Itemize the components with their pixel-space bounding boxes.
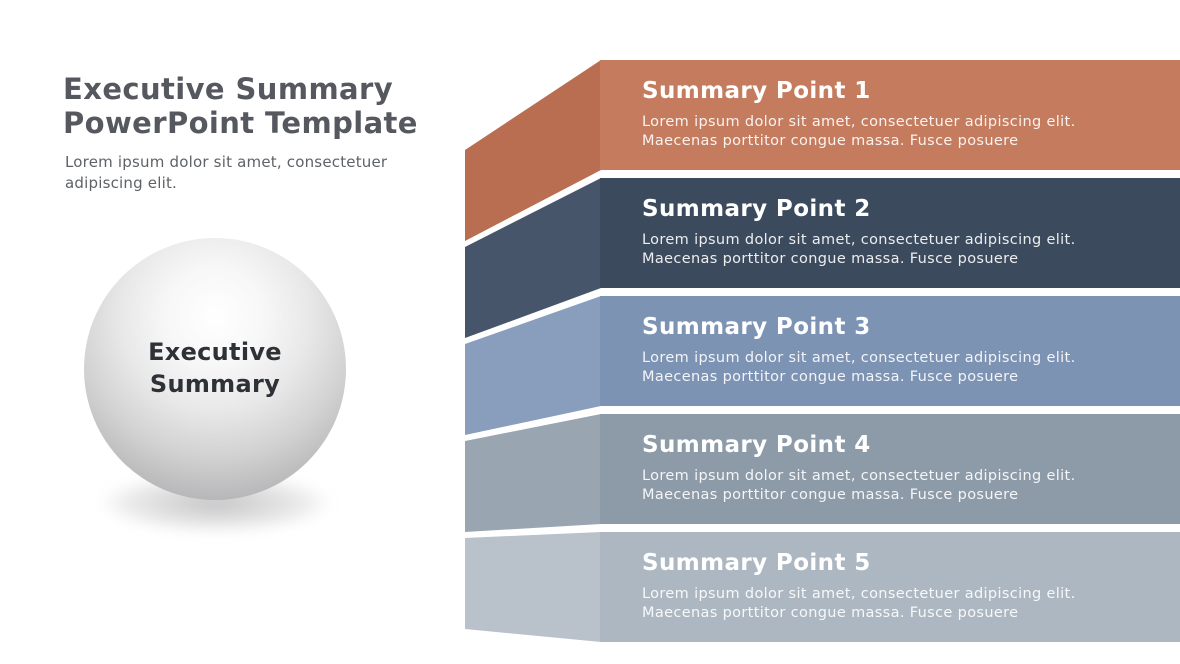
summary-point-bar-2: Summary Point 2 Lorem ipsum dolor sit am… bbox=[600, 178, 1180, 288]
summary-point-1-body: Lorem ipsum dolor sit amet, consectetuer… bbox=[642, 114, 1076, 150]
summary-point-2-heading: Summary Point 2 bbox=[642, 196, 871, 222]
summary-point-bar-4: Summary Point 4 Lorem ipsum dolor sit am… bbox=[600, 414, 1180, 524]
ribbon-tail-3 bbox=[465, 296, 601, 435]
summary-point-3-heading: Summary Point 3 bbox=[642, 314, 871, 340]
summary-point-2-body: Lorem ipsum dolor sit amet, consectetuer… bbox=[642, 232, 1076, 268]
fan-ribbon-tails bbox=[465, 60, 601, 642]
summary-point-bar-3: Summary Point 3 Lorem ipsum dolor sit am… bbox=[600, 296, 1180, 406]
summary-point-1-heading: Summary Point 1 bbox=[642, 78, 871, 104]
summary-point-5-heading: Summary Point 5 bbox=[642, 550, 871, 576]
summary-point-5-body: Lorem ipsum dolor sit amet, consectetuer… bbox=[642, 586, 1076, 622]
sphere-label: Executive Summary bbox=[148, 338, 282, 398]
summary-point-bar-1: Summary Point 1 Lorem ipsum dolor sit am… bbox=[600, 60, 1180, 170]
page-title: Executive Summary PowerPoint Template bbox=[63, 72, 418, 141]
page-subtitle: Lorem ipsum dolor sit amet, consectetuer… bbox=[65, 153, 388, 192]
ribbon-tail-2 bbox=[465, 178, 601, 338]
ribbon-tail-1 bbox=[465, 60, 601, 241]
executive-summary-sphere: Executive Summary bbox=[84, 238, 346, 500]
ribbon-tail-4 bbox=[465, 414, 601, 532]
ribbon-tail-5 bbox=[465, 532, 601, 642]
summary-point-4-heading: Summary Point 4 bbox=[642, 432, 871, 458]
summary-point-3-body: Lorem ipsum dolor sit amet, consectetuer… bbox=[642, 350, 1076, 386]
summary-point-bar-5: Summary Point 5 Lorem ipsum dolor sit am… bbox=[600, 532, 1180, 642]
summary-point-4-body: Lorem ipsum dolor sit amet, consectetuer… bbox=[642, 468, 1076, 504]
